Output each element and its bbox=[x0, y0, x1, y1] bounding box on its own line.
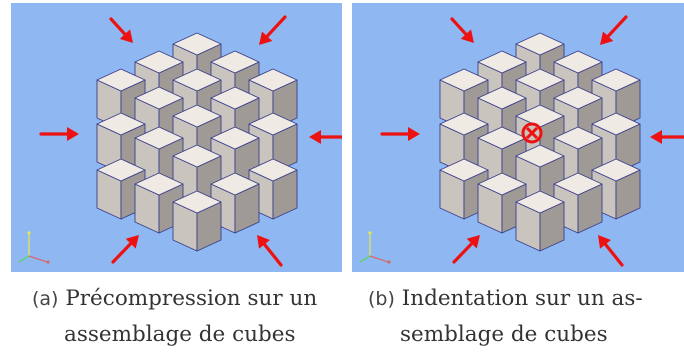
cube-top-face bbox=[96, 68, 146, 92]
cube-top-face bbox=[477, 86, 527, 110]
caption-a-line2: assemblage de cubes bbox=[64, 322, 296, 347]
cube bbox=[515, 190, 565, 252]
cube-top-face bbox=[172, 68, 222, 92]
cube-top-face bbox=[515, 32, 565, 56]
arrow-right-icon bbox=[39, 127, 79, 141]
cube-top-face bbox=[515, 144, 565, 168]
cube-top-face bbox=[248, 68, 298, 92]
caption-b: (b) Indentation sur un as- semblage de c… bbox=[368, 281, 684, 353]
cube-top-face bbox=[553, 126, 603, 150]
cube bbox=[591, 158, 641, 220]
arrow-left-icon bbox=[309, 130, 342, 144]
cube bbox=[172, 190, 222, 252]
cube-top-face bbox=[515, 190, 565, 214]
caption-a-tag: (a) bbox=[32, 288, 59, 310]
cube-top-face bbox=[591, 158, 641, 182]
arrow-down-right-icon bbox=[450, 17, 474, 43]
cube-top-face bbox=[248, 112, 298, 136]
axes-triad-icon bbox=[18, 231, 50, 264]
cube bbox=[553, 172, 603, 234]
cube-top-face bbox=[134, 50, 184, 74]
arrow-down-left-icon bbox=[259, 15, 287, 45]
arrow-down-right-icon bbox=[109, 17, 133, 43]
cube-top-face bbox=[210, 50, 260, 74]
cube bbox=[439, 68, 489, 130]
cube bbox=[96, 158, 146, 220]
arrow-up-right-icon bbox=[111, 235, 139, 264]
arrow-down-left-icon bbox=[600, 15, 628, 45]
arrow-up-left-icon bbox=[257, 235, 283, 267]
cube-top-face bbox=[134, 126, 184, 150]
cube-top-face bbox=[477, 126, 527, 150]
cube-top-face bbox=[172, 144, 222, 168]
cube-top-face bbox=[248, 158, 298, 182]
cube-top-face bbox=[172, 104, 222, 128]
cube-top-face bbox=[439, 112, 489, 136]
cube-top-face bbox=[477, 172, 527, 196]
cube-assembly-a bbox=[18, 15, 342, 267]
cube-top-face bbox=[591, 68, 641, 92]
caption-a-line1: Précompression sur un bbox=[65, 286, 318, 311]
cube-top-face bbox=[553, 172, 603, 196]
cube-top-face bbox=[210, 86, 260, 110]
cube-top-face bbox=[553, 50, 603, 74]
arrow-right-icon bbox=[380, 127, 420, 141]
indent-target-icon bbox=[521, 122, 543, 144]
cube-top-face bbox=[553, 86, 603, 110]
cube-top-face bbox=[439, 158, 489, 182]
cube-top-face bbox=[210, 172, 260, 196]
cube-top-face bbox=[591, 112, 641, 136]
axes-triad-icon bbox=[359, 231, 391, 264]
cube bbox=[134, 172, 184, 234]
caption-b-line2: semblage de cubes bbox=[400, 322, 608, 347]
cube-top-face bbox=[172, 32, 222, 56]
cube-top-face bbox=[210, 126, 260, 150]
caption-a: (a) Précompression sur un assemblage de … bbox=[32, 281, 362, 353]
cube-top-face bbox=[477, 50, 527, 74]
panel-b-indentation bbox=[352, 3, 684, 272]
cube bbox=[439, 112, 489, 174]
panel-a-precompression bbox=[11, 3, 342, 272]
cube-assembly-b bbox=[359, 15, 684, 267]
cube-top-face bbox=[96, 112, 146, 136]
cube bbox=[210, 172, 260, 234]
arrow-up-left-icon bbox=[598, 235, 624, 267]
cube-top-face bbox=[134, 86, 184, 110]
caption-b-line1: Indentation sur un as- bbox=[401, 286, 643, 311]
cube-top-face bbox=[172, 190, 222, 214]
cube-top-face bbox=[515, 68, 565, 92]
arrow-left-icon bbox=[650, 130, 684, 144]
cube-top-face bbox=[96, 158, 146, 182]
caption-b-tag: (b) bbox=[368, 288, 395, 310]
arrow-up-right-icon bbox=[452, 235, 480, 264]
cube-top-face bbox=[439, 68, 489, 92]
cube-top-face bbox=[134, 172, 184, 196]
